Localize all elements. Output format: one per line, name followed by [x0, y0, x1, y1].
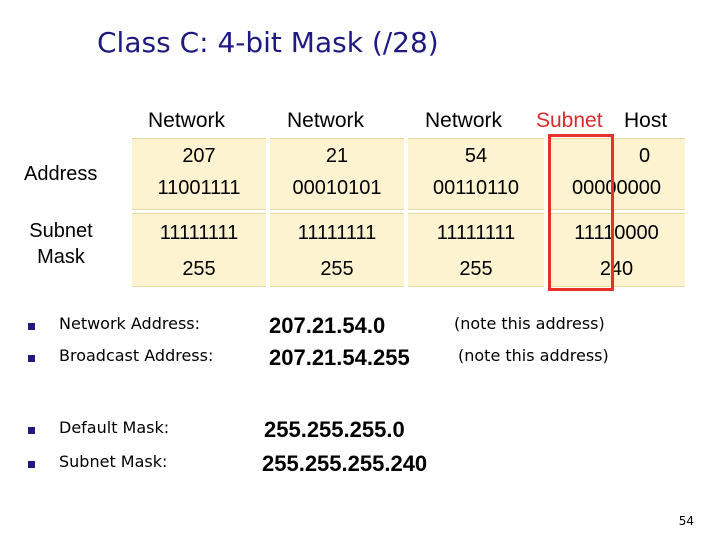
header-network-2: Network [287, 109, 365, 132]
address-decimal-1: 207 [182, 145, 216, 167]
header-network-3: Network [425, 109, 503, 132]
mask-decimal-2: 255 [320, 258, 354, 280]
network-address-value: 207.21.54.0 [269, 313, 386, 338]
bullet-icon [28, 427, 35, 434]
address-decimal-4: 0 [638, 145, 651, 167]
mask-binary-3: 11111111 [436, 222, 516, 244]
mask-octet-2: 11111111 255 [270, 213, 404, 287]
broadcast-address-label: Broadcast Address: [59, 346, 214, 365]
subnet-mask-value: 255.255.255.240 [262, 451, 428, 476]
default-mask-label: Default Mask: [59, 418, 170, 437]
address-octet-3: 54 00110110 [408, 138, 544, 210]
default-mask-value: 255.255.255.0 [264, 417, 405, 442]
address-decimal-2: 21 [325, 145, 349, 167]
address-binary-4: 00000000 [572, 177, 661, 199]
address-octet-1: 207 11001111 [132, 138, 266, 210]
label-subnet: Subnet [29, 220, 93, 242]
network-address-label: Network Address: [59, 314, 200, 333]
slide-title: Class C: 4-bit Mask (/28) [97, 26, 439, 59]
mask-binary-1: 11111111 [159, 222, 239, 244]
mask-decimal-1: 255 [182, 258, 216, 280]
address-decimal-3: 54 [464, 145, 488, 167]
bullet-icon [28, 323, 35, 330]
label-mask: Mask [37, 246, 85, 268]
header-host: Host [624, 109, 668, 132]
page-number: 54 [678, 514, 694, 528]
address-octet-2: 21 00010101 [270, 138, 404, 210]
header-network-1: Network [148, 109, 226, 132]
mask-binary-4: 11110000 [574, 222, 659, 244]
address-binary-3: 00110110 [432, 177, 519, 199]
subnet-bits-highlight [548, 134, 614, 291]
header-subnet: Subnet [536, 109, 603, 132]
bullet-icon [28, 355, 35, 362]
mask-decimal-4: 240 [599, 258, 634, 280]
mask-octet-4: 11110000 240 [548, 213, 685, 287]
address-octet-4: 0 00000000 [548, 138, 685, 210]
broadcast-address-value: 207.21.54.255 [269, 345, 410, 370]
mask-octet-1: 11111111 255 [132, 213, 266, 287]
mask-binary-2: 11111111 [297, 222, 377, 244]
bullet-icon [28, 461, 35, 468]
network-address-note: (note this address) [454, 314, 605, 333]
mask-decimal-3: 255 [459, 258, 493, 280]
address-binary-1: 11001111 [157, 177, 241, 199]
subnet-mask-label: Subnet Mask: [59, 452, 168, 471]
label-address: Address [24, 163, 98, 185]
address-binary-2: 00010101 [292, 177, 382, 199]
mask-octet-3: 11111111 255 [408, 213, 544, 287]
broadcast-address-note: (note this address) [458, 346, 609, 365]
